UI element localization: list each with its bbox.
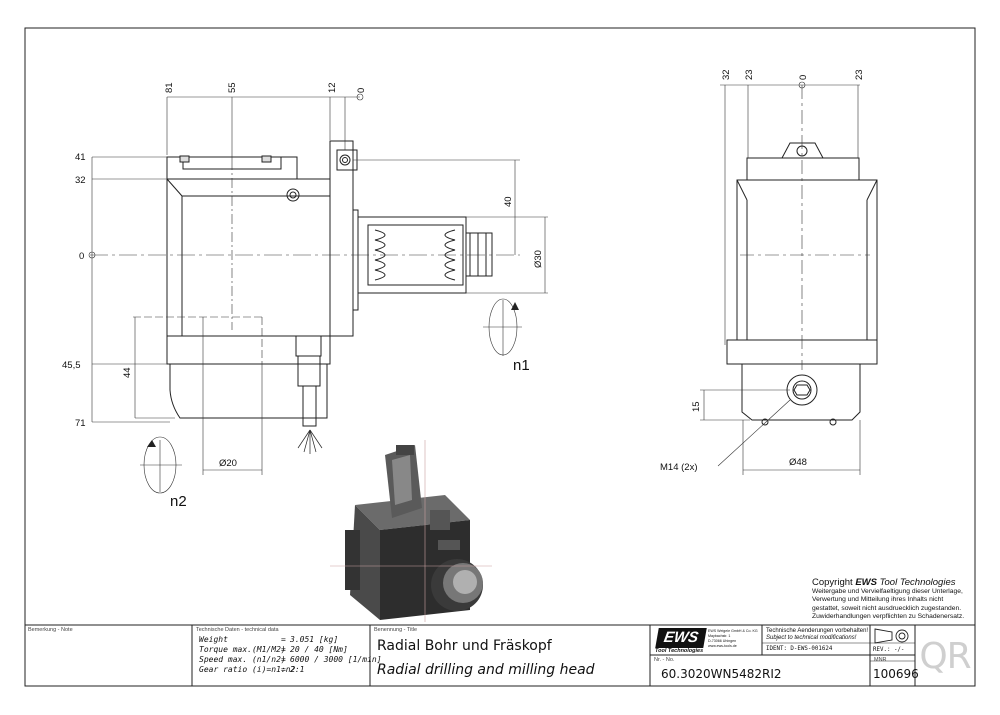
- rev-field: REV.: -/-: [873, 647, 905, 653]
- copyright-prefix: Copyright: [812, 577, 853, 588]
- mnr-number: 100696: [873, 667, 919, 681]
- note-caption: Bemerkung - Note: [28, 627, 73, 633]
- notice-section: Technische Aenderungen vorbehalten! Subj…: [763, 625, 869, 655]
- company-address: EWS Weigele GmbH & Co. KG Maybachstr. 1 …: [708, 629, 758, 648]
- copyright-line: gestattet, soweit nicht ausdruecklich zu…: [812, 604, 962, 612]
- thread-m14: M14 (2x): [660, 462, 697, 473]
- dim-32-front: 32: [721, 69, 732, 80]
- side-view-labels: 81 55 12 0 41 32 0 45,5 71 40 Ø30 44 Ø20…: [62, 82, 544, 510]
- front-view-labels: 32 23 0 23 15 Ø48 M14 (2x): [660, 69, 865, 473]
- part-number-section: Nr. - No. 60.3020WN5482RI2: [651, 656, 869, 686]
- dim-23-front-left: 23: [744, 69, 755, 80]
- isometric-render: [330, 440, 492, 622]
- title-block-lines: [191, 625, 916, 686]
- dim-0-top: 0: [356, 88, 367, 93]
- ews-logo: EWS: [655, 628, 707, 648]
- part-number: 60.3020WN5482RI2: [661, 667, 782, 681]
- technical-data-caption: Technische Daten - technical data: [196, 627, 279, 633]
- dim-dia30: Ø30: [533, 250, 544, 268]
- side-view-dimensions: [88, 93, 548, 494]
- mnr-caption: MNR: [874, 657, 887, 663]
- ident-number: IDENT: D-EWS-001624: [766, 646, 833, 652]
- company-section: EWS Tool Technologies EWS Weigele GmbH &…: [651, 625, 761, 655]
- tech-row-torque: Torque max.(M1/M2)=20 / 40 [Nm]: [199, 645, 348, 654]
- copyright-line: Verwertung und Mitteilung ihres Inhalts …: [812, 596, 944, 604]
- rotation-n2: n2: [170, 493, 187, 510]
- projection-symbol-icon: [874, 628, 909, 644]
- side-view-arrowheads: [147, 302, 519, 447]
- dim-32: 32: [75, 175, 86, 186]
- dim-0-left: 0: [79, 251, 84, 262]
- notice-english: Subject to technical modifications!: [766, 635, 857, 641]
- copyright-brand: EWS: [855, 577, 877, 588]
- dim-12: 12: [327, 82, 338, 93]
- mnr-section: MNR 100696: [871, 656, 919, 686]
- technical-data-section: Technische Daten - technical data Weight…: [193, 625, 382, 686]
- part-number-caption: Nr. - No.: [654, 657, 675, 663]
- front-view-dimensions: [700, 81, 870, 475]
- tech-row-speed: Speed max. (n1/n2)=6000 / 3000 [1/min]: [199, 655, 382, 664]
- dim-15: 15: [691, 401, 702, 412]
- qr-placeholder: QR: [919, 636, 971, 677]
- title-section: Benennung - Title Radial Bohr und Fräsko…: [371, 625, 649, 686]
- dim-0-front: 0: [798, 75, 809, 80]
- title-caption: Benennung - Title: [374, 627, 418, 633]
- tech-row-weight: Weight=3.051 [kg]: [199, 635, 339, 644]
- dim-dia48: Ø48: [789, 457, 807, 468]
- dim-45-5: 45,5: [62, 360, 81, 371]
- side-view: [166, 140, 493, 454]
- title-german: Radial Bohr und Fräskopf: [377, 638, 552, 654]
- dim-23-front-right: 23: [854, 69, 865, 80]
- ews-logo-sub: Tool Technologies: [655, 648, 704, 654]
- dim-81: 81: [164, 82, 175, 93]
- dim-dia20: Ø20: [219, 458, 237, 469]
- dim-71: 71: [75, 418, 86, 429]
- tech-row-gear: Gear ratio (i)=n1:n2=2:1: [199, 665, 305, 674]
- drawing-frame: [24, 27, 976, 687]
- copyright-line: Zuwiderhandlungen verpflichten zu Schade…: [812, 612, 965, 620]
- dim-40: 40: [503, 196, 514, 207]
- dim-55: 55: [227, 82, 238, 93]
- title-english: Radial drilling and milling head: [377, 662, 595, 678]
- notice-german: Technische Aenderungen vorbehalten!: [766, 628, 869, 634]
- copyright-suffix: Tool Technologies: [879, 577, 956, 588]
- copyright-line: Weitergabe und Vervielfaeltigung dieser …: [812, 588, 963, 595]
- rotation-n1: n1: [513, 357, 530, 374]
- copyright-notice: Copyright EWS Tool Technologies Weiterga…: [812, 577, 972, 621]
- dim-44: 44: [122, 367, 133, 378]
- dim-41: 41: [75, 152, 86, 163]
